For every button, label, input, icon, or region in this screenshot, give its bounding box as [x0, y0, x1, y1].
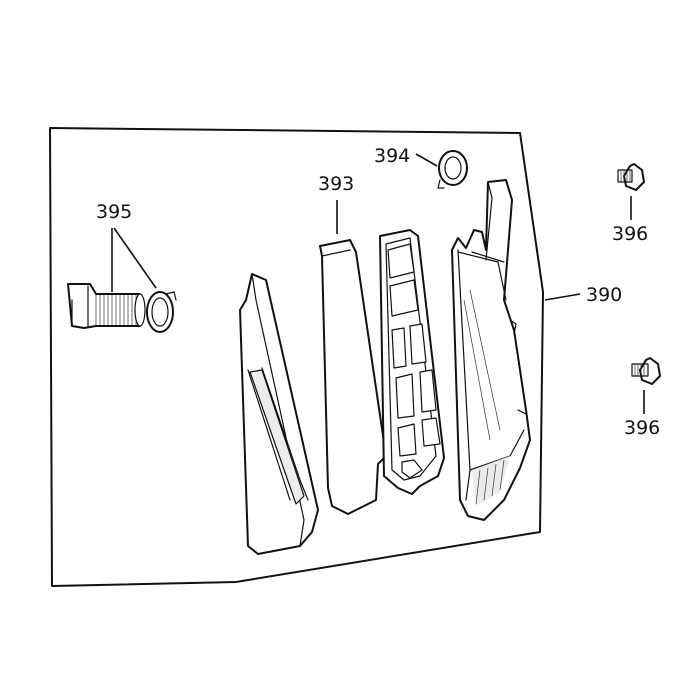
callout-396-bottom: 396 [624, 417, 660, 439]
housing-cover-part [239, 273, 319, 555]
leader-394 [415, 153, 438, 167]
hose-clamp-part-395 [146, 291, 177, 333]
callout-394: 394 [374, 145, 410, 167]
callout-396-top: 396 [612, 223, 648, 245]
leader-395-clamp [113, 227, 157, 289]
filter-cage-part [379, 229, 445, 495]
leader-390 [544, 293, 581, 301]
screw-part-396-bottom [631, 357, 661, 385]
callout-393: 393 [318, 173, 354, 195]
air-box-body-part [451, 179, 531, 521]
screw-part-396-top [617, 163, 645, 191]
filter-element-part-393 [319, 239, 387, 515]
callout-390: 390 [586, 284, 622, 306]
intake-hose-part-395 [67, 283, 146, 329]
callout-395: 395 [96, 201, 132, 223]
gasket-part-394 [437, 150, 468, 189]
